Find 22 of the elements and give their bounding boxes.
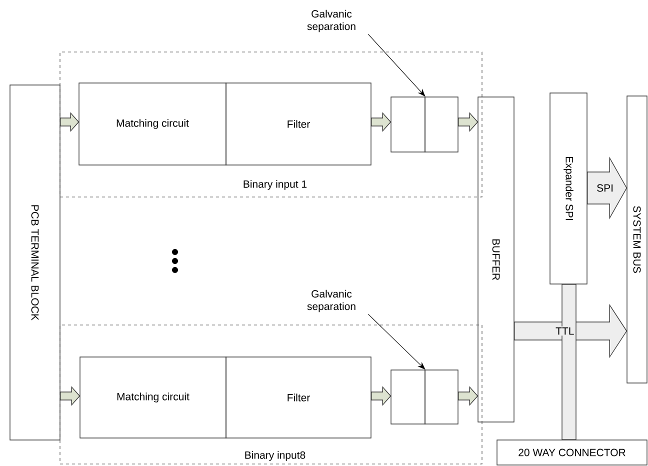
block-box: Filter [226, 356, 372, 438]
block-arrow [562, 284, 576, 440]
note-text: Galvanic separation [307, 10, 356, 32]
block-box [424, 96, 458, 152]
block-arrow [371, 386, 392, 406]
vertical-block: PCB TERMINAL BLOCK [10, 84, 60, 440]
block-box: 20 WAY CONNECTOR [496, 440, 648, 466]
vertical-block: SYSTEM BUS [626, 96, 648, 384]
block-arrow [458, 112, 478, 132]
block-arrow [60, 112, 80, 132]
note-text: Galvanic separation [307, 290, 356, 312]
vertical-block: Expander SPI [550, 92, 588, 284]
block-arrow [60, 386, 80, 406]
block-box: Filter [226, 82, 372, 166]
block-box [424, 370, 458, 424]
block-arrow [371, 112, 392, 132]
block-box [390, 370, 426, 424]
vertical-block: BUFFER [478, 96, 514, 422]
block-arrow [458, 386, 478, 406]
block-box: Matching circuit [80, 356, 226, 438]
block-box [390, 96, 426, 152]
block-box: Matching circuit [78, 82, 226, 166]
